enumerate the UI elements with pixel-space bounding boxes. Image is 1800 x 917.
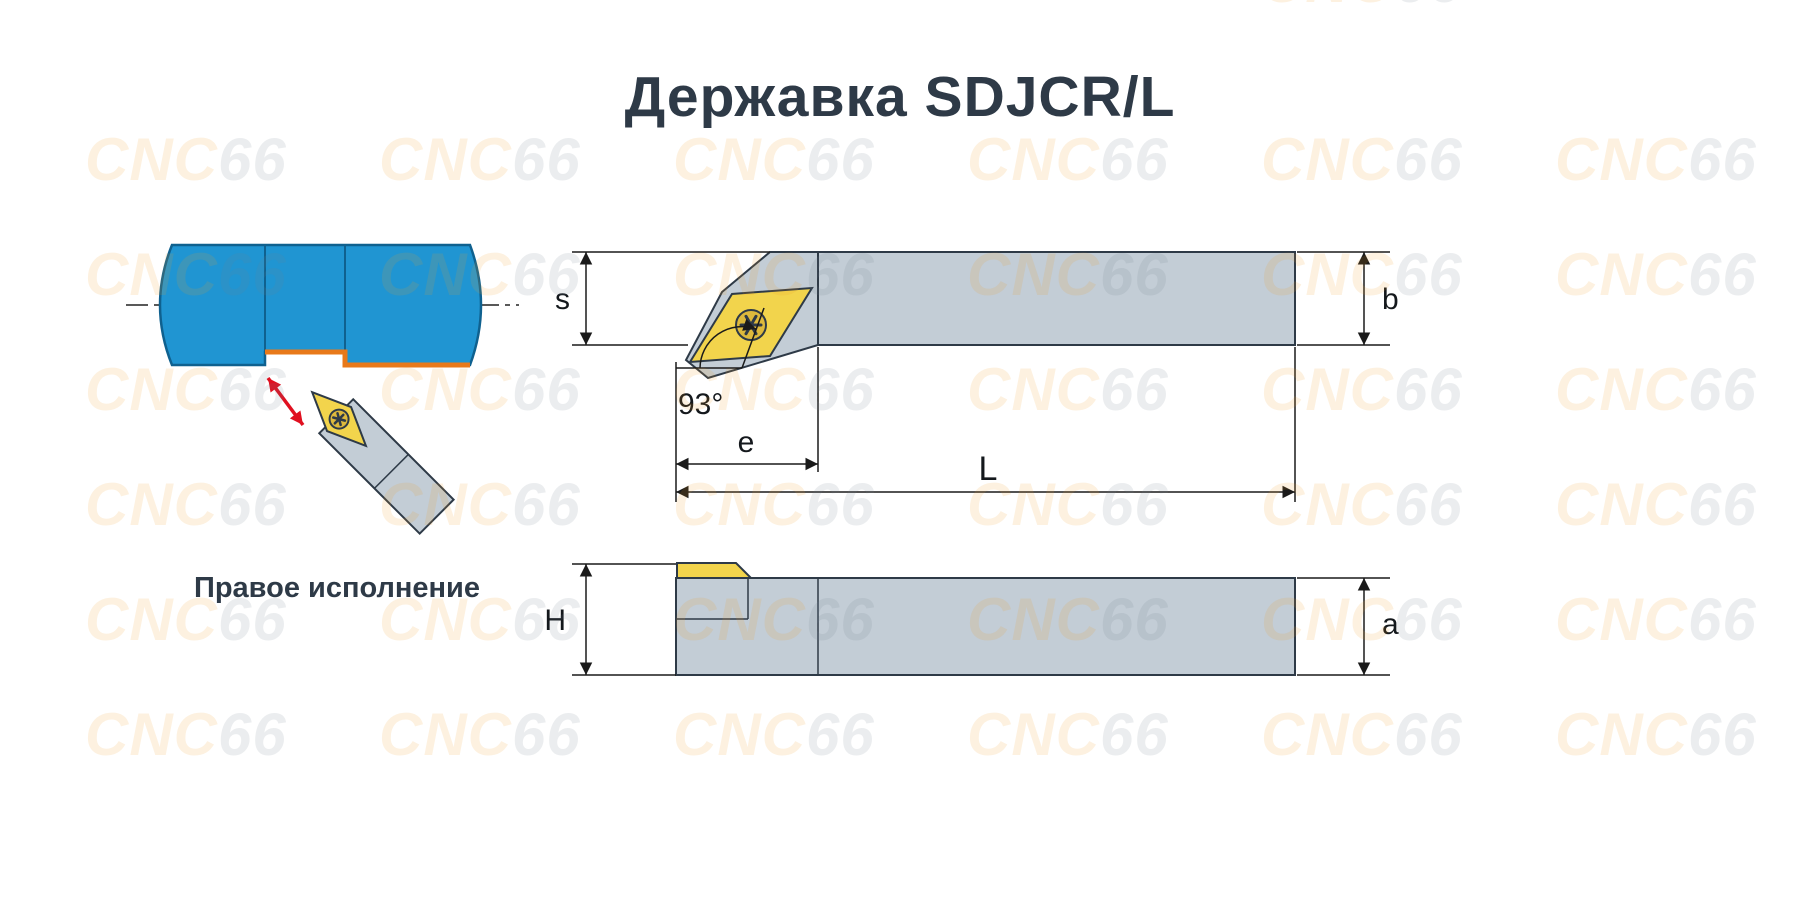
lead-angle-annotation: 93° <box>676 307 765 421</box>
dim-label-b: b <box>1382 283 1399 316</box>
dimension-e-L: e L <box>675 347 1296 502</box>
shank <box>817 251 1296 346</box>
dim-label-e: e <box>738 426 755 459</box>
feed-direction-arrow <box>266 376 305 427</box>
side-view: H a <box>544 562 1399 676</box>
machining-illustration <box>126 243 519 536</box>
right-hand-version-caption: Правое исполнение <box>193 572 481 604</box>
dimension-s: s <box>555 251 770 346</box>
tool-holder-illustration <box>310 390 456 536</box>
machined-surface <box>265 349 470 368</box>
tool-holder-joint-line <box>373 453 409 489</box>
dim-label-s: s <box>555 283 570 316</box>
page-title: Державка SDJCR/L <box>624 65 1176 129</box>
dim-label-H: H <box>544 604 566 637</box>
dimension-H: H <box>544 563 676 676</box>
dim-label-angle: 93° <box>678 388 723 421</box>
dimension-b: b <box>1297 251 1399 346</box>
cutting-insert <box>676 562 754 579</box>
dim-label-a: a <box>1382 608 1399 641</box>
shank <box>675 577 1296 676</box>
angle-slant-line <box>741 307 765 369</box>
dimension-a: a <box>1297 577 1399 676</box>
torx-slot-icon <box>336 412 342 427</box>
angle-arc <box>699 318 757 369</box>
top-view: s b 93° e L <box>555 251 1399 502</box>
dim-label-L: L <box>979 450 998 488</box>
workpiece <box>158 243 483 367</box>
